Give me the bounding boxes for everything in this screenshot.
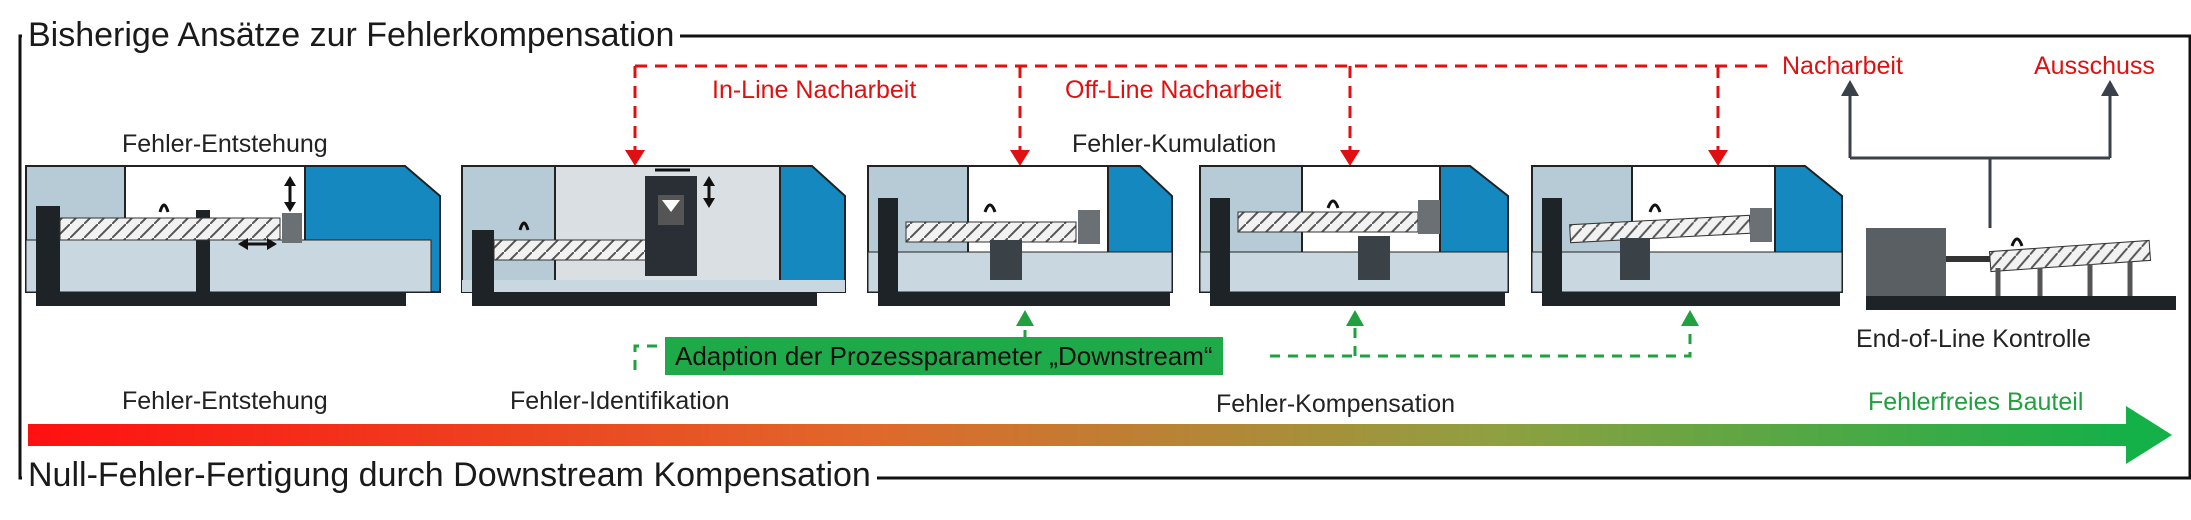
stage-fehler-entstehung: Fehler-Entstehung [122, 387, 328, 415]
stage-fehler-kompensation: Fehler-Kompensation [1216, 390, 1456, 418]
adaption-box: Adaption der Prozessparameter „Downstrea… [665, 337, 1223, 375]
label-inline-nacharbeit: In-Line Nacharbeit [712, 76, 917, 104]
label-nacharbeit: Nacharbeit [1782, 52, 1903, 80]
machine-2 [461, 165, 846, 306]
eol-arrowheads [1841, 80, 2119, 96]
outer-frame [18, 34, 2191, 480]
label-ausschuss: Ausschuss [2034, 52, 2155, 80]
bottom-frame-title: Null-Fehler-Fertigung durch Downstream K… [22, 458, 877, 492]
label-fehler-kumulation: Fehler-Kumulation [1072, 130, 1277, 158]
stage-fehlerfreies-bauteil: Fehlerfreies Bauteil [1868, 388, 2084, 416]
red-arrowheads [625, 150, 1728, 166]
machine-1 [25, 165, 441, 306]
green-arrowheads [1016, 310, 1699, 326]
label-offline-nacharbeit: Off-Line Nacharbeit [1065, 76, 1282, 104]
stage-fehler-identifikation: Fehler-Identifikation [510, 387, 730, 415]
gradient-progress-arrow [28, 406, 2172, 464]
eol-station [1866, 228, 2176, 310]
machine-3 [867, 165, 1173, 306]
red-feedback-lines [633, 64, 1775, 152]
eol-split-arrows [1848, 92, 2112, 228]
top-frame-title: Bisherige Ansätze zur Fehlerkompensation [22, 18, 681, 52]
machine-5 [1531, 165, 1843, 306]
machine-4 [1199, 165, 1509, 306]
label-eol-kontrolle: End-of-Line Kontrolle [1856, 325, 2091, 353]
label-fehler-entstehung-top: Fehler-Entstehung [122, 130, 328, 158]
